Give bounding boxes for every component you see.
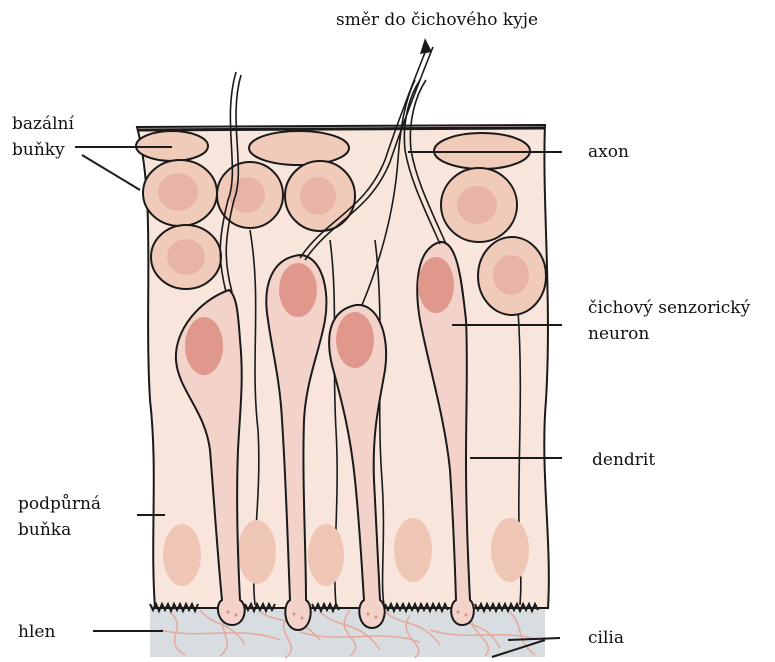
label-basal-cells-line1: bazální (12, 112, 74, 136)
label-basal-cells-line2: buňky (12, 138, 65, 162)
axon-direction-arrow (420, 38, 432, 54)
label-support-cell-line1: podpůrná (18, 492, 101, 516)
label-sensory-neuron-line2: neuron (588, 322, 649, 346)
label-direction-to-bulb: směr do čichového kyje (336, 8, 538, 32)
label-axon: axon (588, 140, 629, 164)
label-cilia: cilia (588, 626, 624, 650)
label-mucus: hlen (18, 620, 55, 644)
label-support-cell-line2: buňka (18, 518, 71, 542)
label-sensory-neuron-line1: čichový senzorický (588, 296, 750, 320)
label-dendrite: dendrit (592, 448, 655, 472)
